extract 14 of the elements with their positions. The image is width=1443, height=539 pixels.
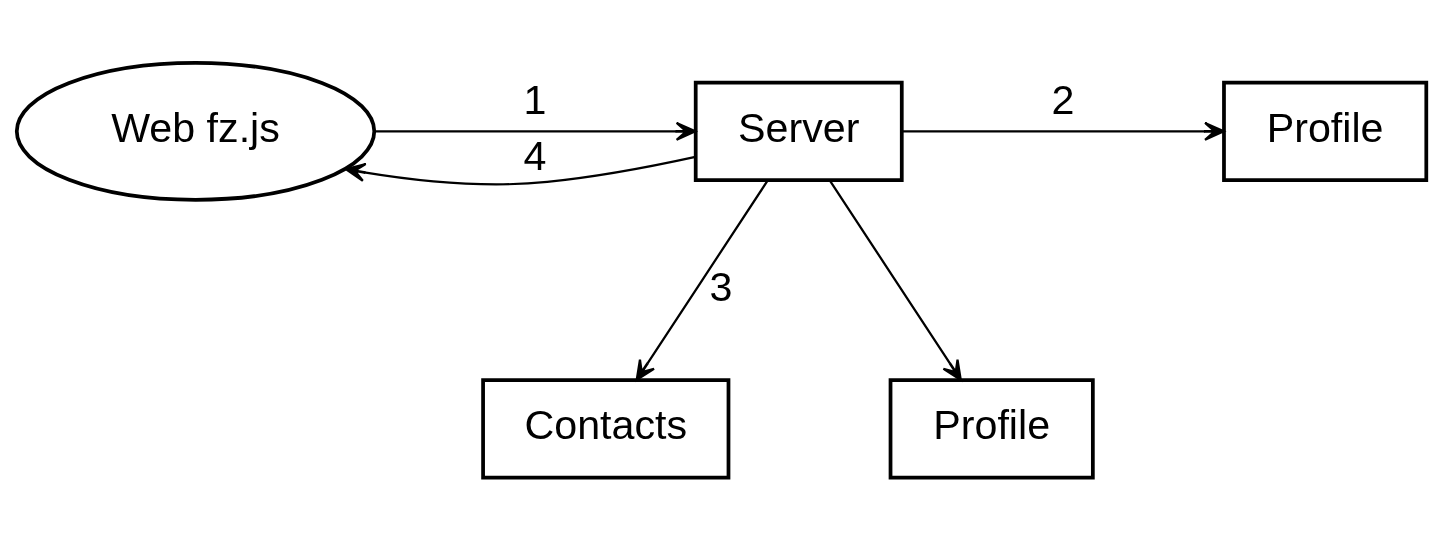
node-box: Profile xyxy=(888,377,1095,479)
node-box: Contacts xyxy=(481,377,731,479)
node-ellipse: Web fz.js xyxy=(14,60,377,202)
edge-label: 1 xyxy=(523,76,547,123)
edge-label: 3 xyxy=(709,263,733,310)
edge-label: 4 xyxy=(523,132,547,179)
arrow xyxy=(828,179,962,381)
arrow xyxy=(902,121,1225,141)
node-box: Server xyxy=(693,80,904,182)
arrow xyxy=(635,179,769,381)
arrow xyxy=(344,155,696,185)
node-box: Profile xyxy=(1222,80,1429,182)
edge-label: 2 xyxy=(1051,76,1075,123)
arrow xyxy=(374,121,697,141)
